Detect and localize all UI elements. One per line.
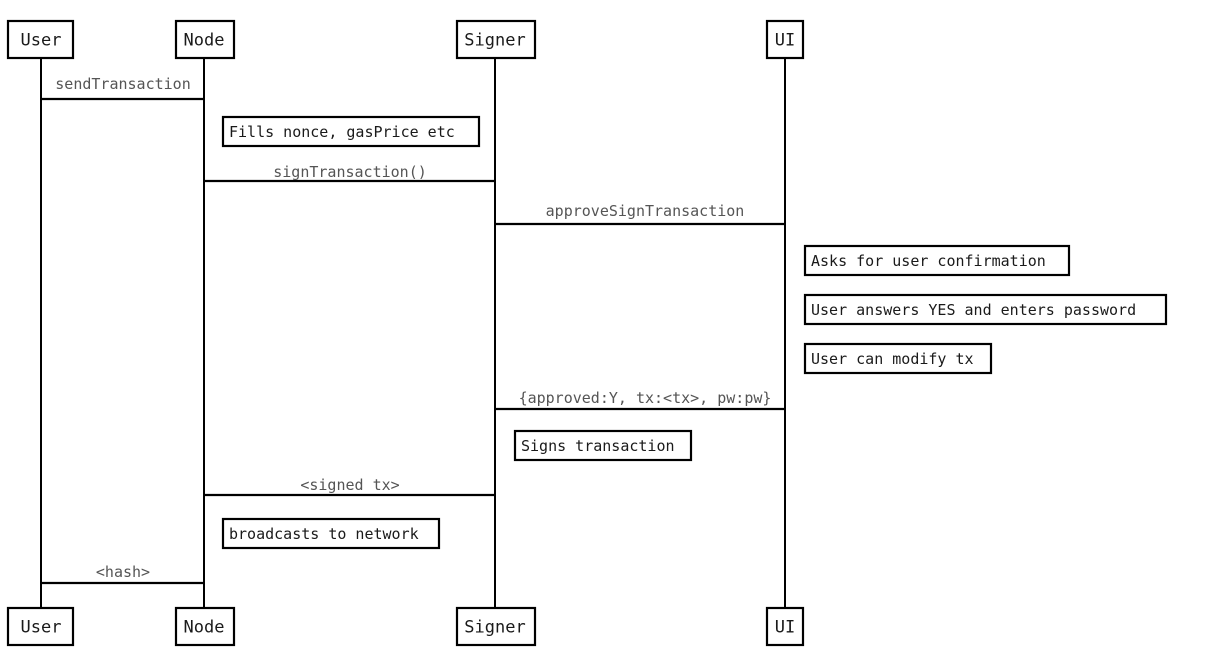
note-box-n5: [513, 429, 693, 462]
participant-header-user[interactable]: User: [6, 19, 75, 60]
note-n4: User can modify tx: [803, 342, 993, 375]
lifelines-layer: [40, 58, 786, 608]
message-m3[interactable]: approveSignTransaction: [495, 202, 785, 226]
note-n2: Asks for user confirmation: [803, 244, 1071, 277]
participant-box-user: [6, 19, 75, 60]
participant-label-ui: UI: [775, 618, 795, 638]
participant-header-ui[interactable]: UI: [765, 19, 805, 60]
participant-label-user: User: [21, 618, 62, 638]
note-box-n2: [803, 244, 1071, 277]
message-label-m6: <hash>: [96, 563, 150, 581]
note-label-n4: User can modify tx: [811, 350, 974, 368]
note-n6: broadcasts to network: [221, 517, 441, 550]
participant-footer-signer[interactable]: Signer: [455, 606, 537, 647]
note-box-n6: [221, 517, 441, 550]
message-label-m2: signTransaction(): [273, 163, 427, 181]
participant-label-signer: Signer: [464, 618, 525, 638]
message-m1[interactable]: sendTransaction: [41, 75, 204, 101]
participant-footer-ui[interactable]: UI: [765, 606, 805, 647]
participant-box-node: [174, 19, 236, 60]
participant-box-ui: [765, 19, 805, 60]
note-label-n5: Signs transaction: [521, 437, 675, 455]
participant-footer-user[interactable]: User: [6, 606, 75, 647]
participant-box-signer: [455, 606, 537, 647]
participant-box-ui: [765, 606, 805, 647]
messages-layer: sendTransaction signTransaction() approveS…: [41, 75, 785, 585]
note-label-n2: Asks for user confirmation: [811, 252, 1046, 270]
note-n5: Signs transaction: [513, 429, 693, 462]
note-box-n1: [221, 115, 481, 148]
note-n1: Fills nonce, gasPrice etc: [221, 115, 481, 148]
participant-label-node: Node: [184, 618, 225, 638]
message-label-m4: {approved:Y, tx:<tx>, pw:pw}: [519, 389, 772, 407]
participant-box-user: [6, 606, 75, 647]
participant-box-signer: [455, 19, 537, 60]
note-label-n3: User answers YES and enters password: [811, 301, 1136, 319]
note-label-n6: broadcasts to network: [229, 525, 419, 543]
message-m6[interactable]: <hash>: [41, 563, 204, 585]
message-m5[interactable]: <signed tx>: [204, 476, 495, 497]
message-label-m1: sendTransaction: [55, 75, 190, 93]
note-label-n1: Fills nonce, gasPrice etc: [229, 123, 455, 141]
message-label-m5: <signed tx>: [300, 476, 399, 494]
note-box-n3: [803, 293, 1168, 326]
participant-box-node: [174, 606, 236, 647]
participant-footer-node[interactable]: Node: [174, 606, 236, 647]
message-label-m3: approveSignTransaction: [546, 202, 745, 220]
message-m2[interactable]: signTransaction(): [204, 163, 495, 183]
message-m4[interactable]: {approved:Y, tx:<tx>, pw:pw}: [495, 389, 785, 411]
note-box-n4: [803, 342, 993, 375]
note-n3: User answers YES and enters password: [803, 293, 1168, 326]
participant-label-user: User: [21, 31, 62, 51]
participant-header-signer[interactable]: Signer: [455, 19, 537, 60]
participant-label-signer: Signer: [464, 31, 525, 51]
participant-header-node[interactable]: Node: [174, 19, 236, 60]
participant-label-node: Node: [184, 31, 225, 51]
participant-label-ui: UI: [775, 31, 795, 51]
